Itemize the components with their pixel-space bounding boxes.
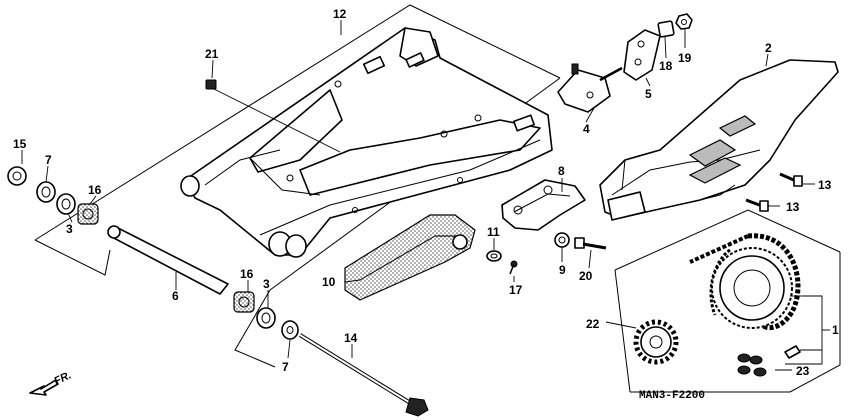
bearing-16-right	[233, 291, 255, 313]
callout-9: 9	[559, 263, 566, 277]
bolt-21	[205, 79, 341, 153]
callout-14: 14	[344, 331, 358, 345]
swingarm	[180, 27, 553, 258]
callout-labels: 1 2 3 3 4 5 6 7 7 8 9 10 11 12 13 13 14 …	[13, 7, 839, 378]
callout-7-left: 7	[45, 153, 52, 167]
driven-sprocket	[711, 247, 793, 329]
callout-18: 18	[659, 59, 673, 73]
callout-1: 1	[832, 323, 839, 337]
callout-2: 2	[765, 41, 772, 55]
direction-label: FR.	[52, 369, 73, 387]
callout-15: 15	[13, 137, 27, 151]
dust-seal-7-left	[36, 181, 56, 203]
callout-22: 22	[586, 317, 600, 331]
callout-5: 5	[645, 87, 652, 101]
leader-lines	[21, 20, 830, 371]
callout-23: 23	[796, 364, 810, 378]
callout-16-left: 16	[88, 183, 102, 197]
grommet-11	[486, 250, 502, 262]
chain-guide-8	[501, 179, 586, 231]
callout-8: 8	[558, 164, 565, 178]
callout-10: 10	[322, 275, 336, 289]
callout-3-left: 3	[66, 222, 73, 236]
chain-clip	[784, 345, 801, 359]
callout-16-right: 16	[240, 267, 254, 281]
callout-11: 11	[487, 225, 500, 239]
washer-7-lower	[281, 320, 299, 340]
callout-7-lower: 7	[282, 360, 289, 374]
nut-15	[7, 166, 27, 186]
callout-4: 4	[583, 122, 590, 136]
nut-19	[675, 13, 693, 30]
callout-13-lower: 13	[786, 200, 800, 214]
pivot-bolt-14	[298, 333, 429, 417]
callout-17: 17	[509, 283, 523, 297]
drive-chain-case-2	[599, 59, 839, 221]
adjuster-plate-5	[623, 29, 661, 81]
callout-21: 21	[205, 47, 219, 61]
callout-13-upper: 13	[818, 178, 832, 192]
washer-9	[554, 232, 570, 248]
collar-3-right	[256, 307, 276, 329]
callout-20: 20	[579, 269, 593, 283]
washer-18	[657, 20, 675, 38]
figure-code: MAN3-F2200	[639, 390, 705, 402]
master-link-23	[737, 353, 767, 377]
front-direction-arrow-icon	[29, 379, 59, 396]
collar-3-left	[56, 193, 76, 215]
bolt-20	[574, 237, 607, 250]
bolt-13-upper	[779, 172, 803, 187]
sprocket-chain-box	[614, 209, 841, 393]
chain-adjuster-4	[557, 63, 623, 113]
callout-6: 6	[172, 289, 179, 303]
chain-slider-10	[344, 214, 476, 301]
drive-sprocket-22	[633, 319, 679, 365]
bearing-16-left	[77, 203, 99, 225]
callout-3-right: 3	[263, 277, 270, 291]
screw-17	[509, 260, 518, 275]
pivot-shaft-6	[107, 225, 229, 295]
callout-12: 12	[333, 7, 347, 21]
bolt-13-lower	[745, 198, 769, 212]
callout-19: 19	[678, 51, 692, 65]
